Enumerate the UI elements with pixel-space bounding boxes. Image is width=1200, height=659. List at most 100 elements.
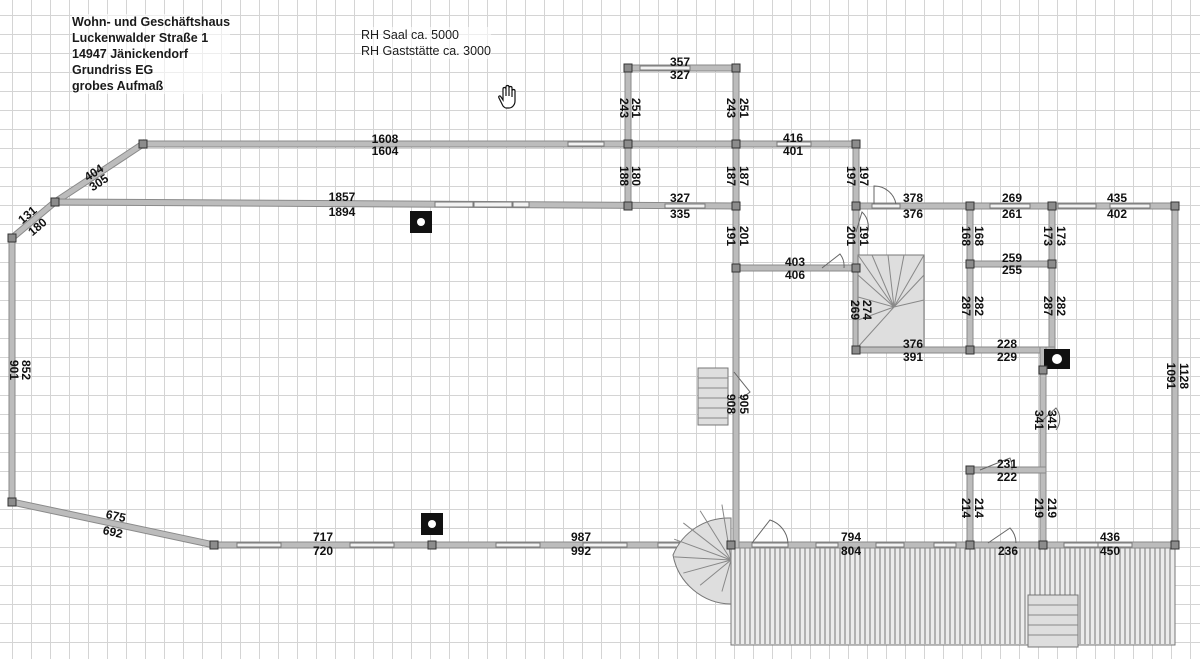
wall-node-handle[interactable] (138, 139, 148, 149)
dim-label: 391 (903, 350, 923, 364)
dim-label: 180 (629, 166, 643, 186)
wall-node-handle[interactable] (1038, 365, 1048, 375)
wall-node-handle[interactable] (427, 540, 437, 550)
info-line: 14947 Jänickendorf (72, 47, 189, 61)
wall-node-handle[interactable] (731, 139, 741, 149)
dim-label: 1894 (329, 205, 356, 219)
dim-label: 187 (737, 166, 751, 186)
wall-nodes[interactable] (7, 63, 1180, 550)
dim-label: 287 (1041, 296, 1055, 316)
wall-node-handle[interactable] (1047, 201, 1057, 211)
wall-node-handle[interactable] (1170, 201, 1180, 211)
dim-label: 201 (737, 226, 751, 246)
dim-label: 692 (102, 523, 125, 541)
wall-node-handle[interactable] (851, 263, 861, 273)
room-height-notes: RH Saal ca. 5000 RH Gaststätte ca. 3000 (361, 27, 491, 59)
dim-label: 287 (959, 296, 973, 316)
dim-label: 1128 (1177, 363, 1191, 389)
hand-cursor-icon (498, 84, 516, 109)
dim-label: 231 (997, 457, 1017, 471)
wall-node-handle[interactable] (731, 263, 741, 273)
dim-label: 403 (785, 255, 805, 269)
info-line: Luckenwalder Straße 1 (72, 31, 209, 45)
dim-label: 173 (1041, 226, 1055, 246)
wall-node-handle[interactable] (965, 345, 975, 355)
note-line: RH Gaststätte ca. 3000 (361, 44, 491, 58)
wall-node-handle[interactable] (965, 540, 975, 550)
dim-label: 1091 (1164, 363, 1178, 390)
wall-node-handle[interactable] (731, 201, 741, 211)
dim-label: 402 (1107, 207, 1127, 221)
dim-label: 675 (105, 507, 128, 525)
wall-node-handle[interactable] (851, 345, 861, 355)
wall-node-handle[interactable] (1038, 540, 1048, 550)
dim-label: 274 (860, 300, 874, 320)
dim-label: 341 (1032, 410, 1046, 430)
wall-node-handle[interactable] (731, 63, 741, 73)
dim-label: 376 (903, 337, 923, 351)
dim-label: 191 (724, 226, 738, 246)
dim-label: 804 (841, 544, 861, 558)
dim-label: 187 (724, 166, 738, 186)
wall-node-handle[interactable] (623, 63, 633, 73)
dim-label: 378 (903, 191, 923, 205)
dim-label: 720 (313, 544, 333, 558)
dim-label: 406 (785, 268, 805, 282)
dim-label: 251 (629, 98, 643, 118)
dim-label: 794 (841, 530, 861, 544)
dim-label: 229 (997, 350, 1017, 364)
dim-label: 168 (959, 226, 973, 246)
dim-label: 717 (313, 530, 333, 544)
dim-label: 341 (1045, 410, 1059, 430)
dim-label: 259 (1002, 251, 1022, 265)
stairs (672, 254, 1079, 648)
dim-label: 905 (737, 394, 751, 414)
wall-node-handle[interactable] (965, 201, 975, 211)
dim-label: 168 (972, 226, 986, 246)
dim-label: 435 (1107, 191, 1127, 205)
wall-node-handle[interactable] (209, 540, 219, 550)
info-line: grobes Aufmaß (72, 79, 164, 93)
wall-node-handle[interactable] (623, 201, 633, 211)
dim-label: 243 (617, 98, 631, 118)
dim-label: 269 (1002, 191, 1022, 205)
wall-node-handle[interactable] (1047, 259, 1057, 269)
dimension-labels: 1608 1604 1857 1894 404 305 131 180 901 … (7, 55, 1191, 558)
wall-node-handle[interactable] (50, 197, 60, 207)
doors (733, 185, 1061, 544)
dim-label: 173 (1054, 226, 1068, 246)
dim-label: 214 (959, 498, 973, 518)
dim-label: 987 (571, 530, 591, 544)
wall-node-handle[interactable] (7, 497, 17, 507)
dim-label: 255 (1002, 263, 1022, 277)
dim-label: 1857 (329, 190, 356, 204)
wall-node-handle[interactable] (726, 540, 736, 550)
wall-node-handle[interactable] (1170, 540, 1180, 550)
dim-label: 282 (1054, 296, 1068, 316)
dim-label: 901 (7, 360, 21, 380)
dim-label: 327 (670, 68, 690, 82)
dim-label: 852 (19, 360, 33, 380)
wall-node-handle[interactable] (851, 201, 861, 211)
dim-label: 251 (737, 98, 751, 118)
wall-node-handle[interactable] (623, 139, 633, 149)
dim-label: 335 (670, 207, 690, 221)
dim-label: 219 (1032, 498, 1046, 518)
dim-label: 269 (848, 300, 862, 320)
dim-label: 222 (997, 470, 1017, 484)
wall-node-handle[interactable] (965, 259, 975, 269)
dim-label: 282 (972, 296, 986, 316)
wall-node-handle[interactable] (7, 233, 17, 243)
dim-label: 327 (670, 191, 690, 205)
dim-label: 401 (783, 144, 803, 158)
dim-label: 219 (1045, 498, 1059, 518)
dim-label: 450 (1100, 544, 1120, 558)
dim-label: 261 (1002, 207, 1022, 221)
dim-label: 436 (1100, 530, 1120, 544)
wall-node-handle[interactable] (965, 465, 975, 475)
dim-label: 228 (997, 337, 1017, 351)
note-line: RH Saal ca. 5000 (361, 28, 459, 42)
wall-node-handle[interactable] (851, 139, 861, 149)
dim-label: 908 (724, 394, 738, 414)
